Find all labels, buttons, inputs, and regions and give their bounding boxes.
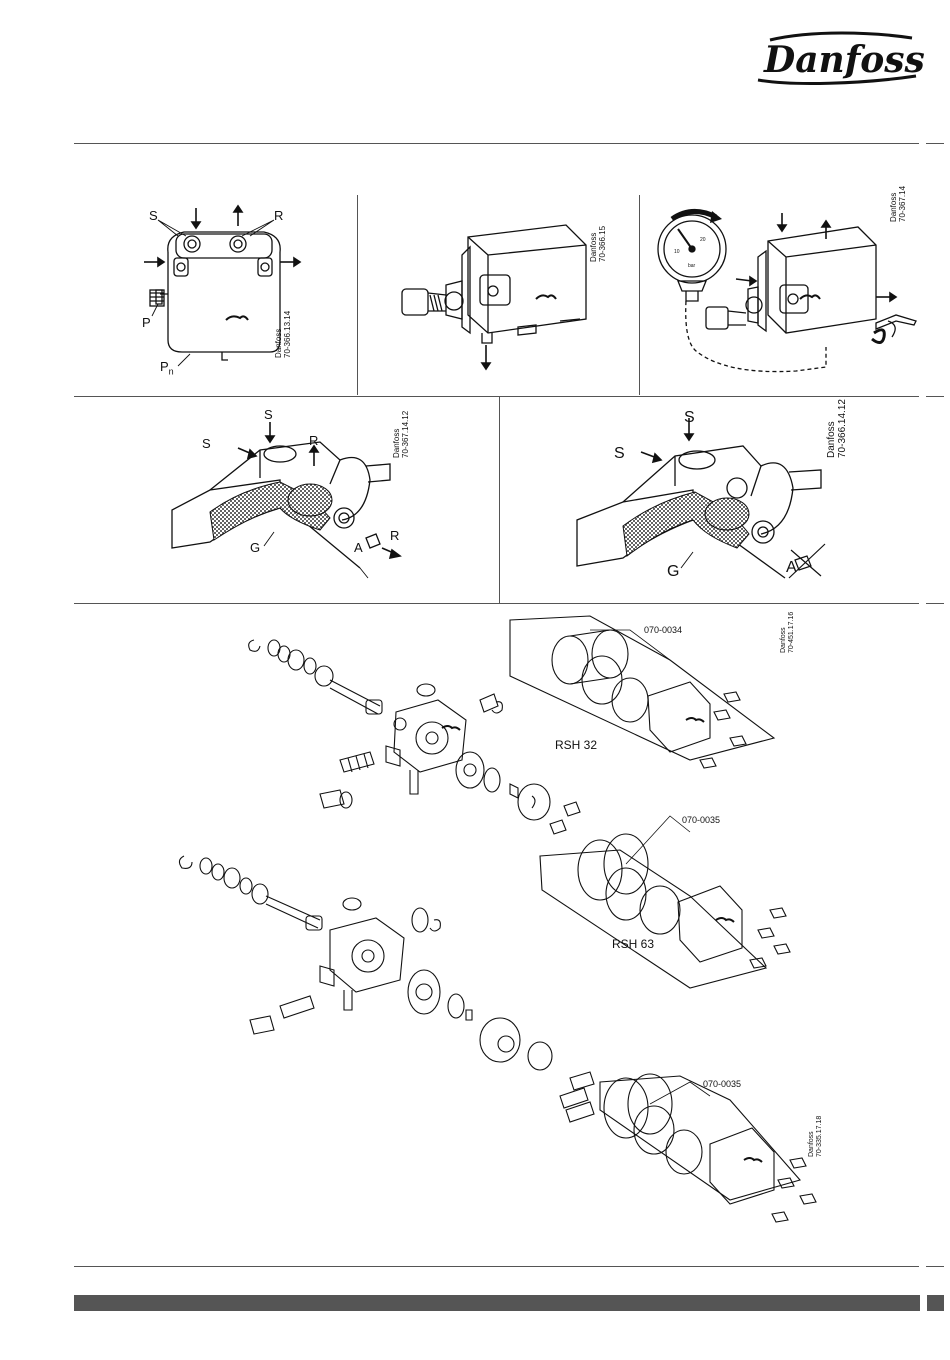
label-g: G (667, 564, 679, 580)
logo-swash-icon: Danfoss (752, 30, 922, 86)
label-r-right: R (390, 529, 399, 542)
label-s-left: S (614, 446, 625, 462)
row-rule-2-tab (926, 603, 944, 604)
exploded-parts-illustration (170, 620, 830, 1260)
footer-rule (74, 1266, 919, 1267)
svg-text:10: 10 (674, 249, 680, 255)
kit-model-1: RSH 32 (555, 738, 597, 752)
label-a: A (354, 541, 363, 554)
divider-v1 (357, 195, 358, 395)
label-a: A (786, 560, 797, 576)
kit-code-2: 070-0035 (682, 815, 720, 825)
label-g: G (250, 541, 260, 554)
label-p: P (142, 316, 151, 329)
row-rule-1-tab (926, 396, 944, 397)
header-rule (74, 143, 919, 144)
logo-text: Danfoss (763, 39, 925, 81)
kit-code-3: 070-0035 (703, 1079, 741, 1089)
footer-rule-tab (926, 1266, 944, 1267)
label-s-top: S (684, 410, 695, 426)
svg-text:20: 20 (700, 237, 706, 243)
pressure-gauge-illustration: 10 20 bar (648, 205, 918, 380)
row-rule-2 (74, 603, 919, 604)
label-s-top: S (264, 408, 273, 421)
label-r: R (274, 209, 283, 222)
label-pn: Pn (160, 360, 174, 377)
kit-code-1: 070-0034 (644, 625, 682, 635)
pump-body-illustration (130, 200, 350, 380)
row-rule-1 (74, 396, 919, 397)
svg-text:bar: bar (688, 263, 696, 269)
header-rule-tab (926, 143, 944, 144)
kit-model-2: RSH 63 (612, 937, 654, 951)
pump-outlet-illustration (390, 215, 610, 375)
label-s-left: S (202, 437, 211, 450)
label-s: S (149, 209, 158, 222)
label-r-top: R (309, 434, 318, 447)
divider-v2 (639, 195, 640, 395)
divider-v3 (499, 396, 500, 604)
footer-tab (927, 1295, 944, 1311)
footer-bar (74, 1295, 920, 1311)
